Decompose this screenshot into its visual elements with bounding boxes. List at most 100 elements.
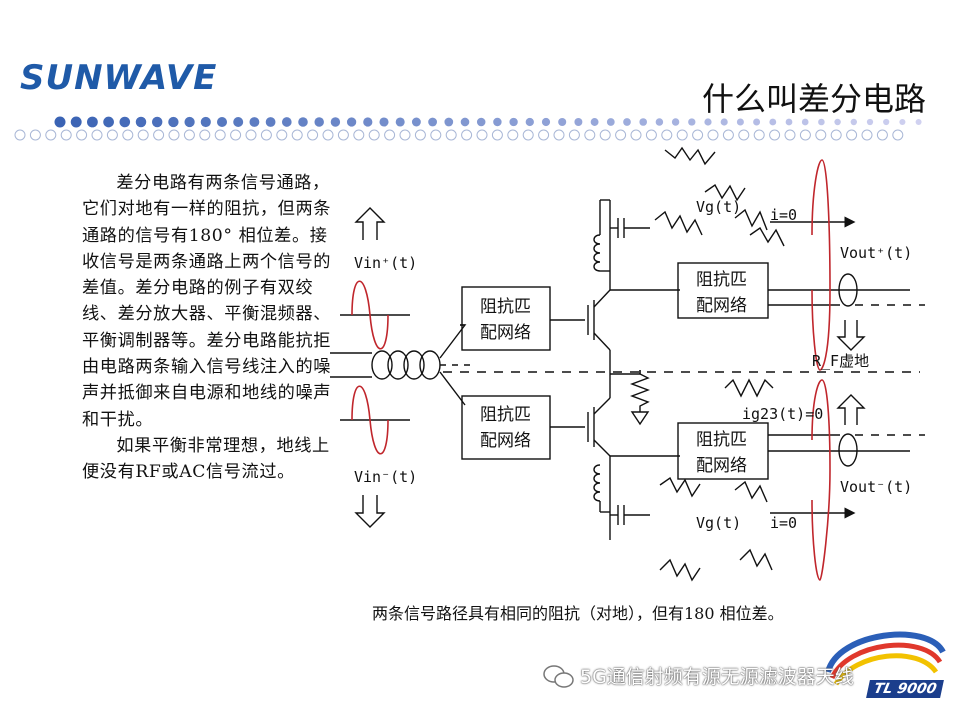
decorative-ring — [876, 129, 888, 141]
sunwave-logo: SUNWAVE — [20, 58, 218, 98]
decorative-dot — [54, 116, 66, 128]
decorative-ring — [799, 129, 811, 141]
rf-ground-label: R_F虚地 — [812, 352, 869, 370]
match-network-4-line2: 配网络 — [696, 456, 747, 476]
vin-plus-label: Vin⁺(t) — [354, 254, 417, 272]
vin-minus-label: Vin⁻(t) — [354, 468, 417, 486]
decorative-ring — [553, 129, 565, 141]
output-minus-arrow-icon — [836, 394, 866, 425]
vg-bottom-label: Vg(t) — [696, 514, 741, 532]
decorative-ring — [399, 129, 411, 141]
match-network-2-line1: 阻抗匹 — [480, 405, 531, 425]
decorative-ring — [322, 129, 334, 141]
decorative-dot — [444, 117, 454, 127]
decorative-ring — [29, 129, 41, 141]
watermark-text: 5G通信射频有源无源滤波器天线 — [580, 666, 854, 688]
decorative-dot — [265, 117, 276, 127]
decorative-dot — [574, 118, 583, 126]
bottom-inductor-icon — [593, 464, 601, 502]
decorative-dot — [785, 118, 793, 126]
decorative-dot — [883, 118, 890, 126]
decorative-dot — [151, 116, 163, 128]
decorative-ring — [584, 129, 596, 141]
decorative-ring — [892, 129, 904, 141]
decorative-ring — [461, 129, 473, 141]
match-network-2-line2: 配网络 — [480, 431, 531, 451]
decorative-ring — [183, 129, 195, 141]
decorative-dot — [541, 117, 551, 127]
decorative-ring — [538, 129, 550, 141]
decorative-dot — [818, 118, 825, 126]
decorative-dot — [753, 118, 761, 126]
decorative-dot — [590, 118, 599, 126]
decorative-ring — [568, 129, 580, 141]
decorative-ring — [45, 129, 57, 141]
decorative-ring — [337, 129, 349, 141]
match-network-3-line2: 配网络 — [696, 296, 747, 316]
decorative-ring — [276, 129, 288, 141]
match-network-1 — [461, 286, 551, 351]
decorative-ring — [676, 129, 688, 141]
decorative-dot — [866, 118, 874, 126]
decorative-ring — [307, 129, 319, 141]
decorative-dot — [476, 117, 486, 127]
decorative-ring — [507, 129, 519, 141]
input-plus-arrow-icon — [354, 207, 386, 240]
decorative-dot — [493, 117, 502, 127]
decorative-ring — [769, 129, 781, 141]
body-text: 差分电路有两条信号通路，它们对地有一样的阻抗，但两条通路的信号有180° 相位差… — [82, 170, 332, 486]
decorative-ring — [60, 129, 72, 141]
decorative-ring — [707, 129, 719, 141]
decorative-dot — [606, 118, 615, 126]
decorative-dot — [119, 116, 131, 128]
wechat-icon — [543, 665, 574, 688]
output-plus-sine — [811, 159, 831, 371]
decorative-ring — [830, 129, 842, 141]
top-inductor-icon — [593, 234, 601, 272]
tl9000-logo: TL 9000 — [866, 680, 945, 698]
decorative-ring — [214, 129, 226, 141]
match-network-4-line1: 阻抗匹 — [696, 430, 747, 450]
decorative-ring — [14, 129, 26, 141]
decorative-dot — [168, 116, 179, 128]
decorative-dot — [103, 116, 114, 128]
decorative-ring — [430, 129, 442, 141]
input-plus-sine — [351, 280, 389, 350]
decorative-dot — [460, 117, 470, 127]
decorative-dot — [558, 117, 567, 127]
decorative-dot — [655, 118, 664, 126]
ground-arrow-icon — [630, 411, 650, 426]
decorative-dot — [281, 117, 292, 127]
decorative-ring — [414, 129, 426, 141]
output-minus-sine — [811, 379, 831, 581]
decorative-dot — [86, 116, 98, 128]
i-bottom-label: i=0 — [770, 514, 797, 532]
vout-minus-label: Vout⁻(t) — [840, 478, 912, 496]
decorative-ring — [722, 129, 734, 141]
decorative-dot — [704, 118, 712, 126]
decorative-ring — [815, 129, 827, 141]
decorative-dot — [249, 117, 260, 127]
ground-current-resistor-icon — [724, 378, 774, 398]
decorative-dot — [850, 118, 857, 126]
decorative-dot — [233, 117, 244, 127]
input-minus-sine — [351, 385, 389, 455]
decorative-ring — [106, 129, 118, 141]
match-network-3-line1: 阻抗匹 — [696, 270, 747, 290]
decorative-dot — [801, 118, 809, 126]
decorative-ring — [861, 129, 873, 141]
decorative-ring — [753, 129, 765, 141]
decorative-ring — [291, 129, 303, 141]
source-resistor-icon — [630, 370, 650, 412]
decorative-ring — [384, 129, 396, 141]
decorative-dot — [298, 117, 308, 127]
decorative-ring — [692, 129, 704, 141]
decorative-dot — [671, 118, 680, 126]
decorative-dot — [314, 117, 324, 127]
decorative-ring — [137, 129, 149, 141]
body-paragraph-2: 如果平衡非常理想，地线上便没有RF或AC信号流过。 — [82, 435, 330, 483]
decorative-dot — [216, 116, 228, 128]
decorative-dot — [509, 117, 518, 127]
decorative-dot — [330, 117, 341, 127]
decorative-dot — [379, 117, 389, 127]
